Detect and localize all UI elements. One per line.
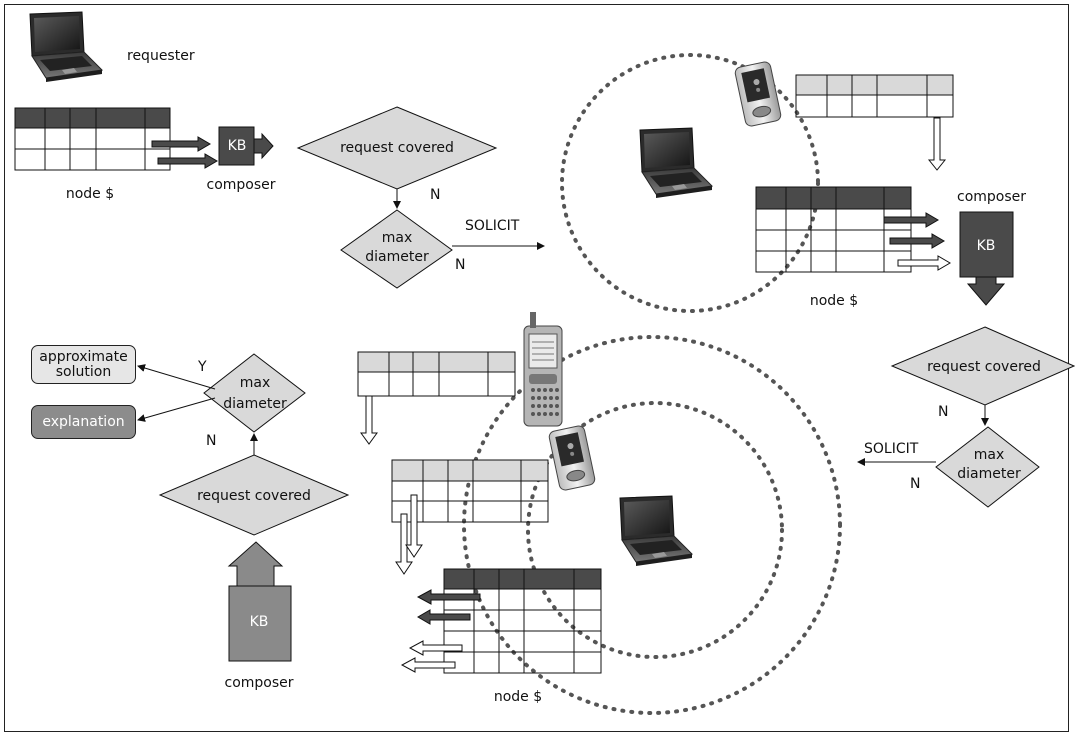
hollow-arrow [361,396,377,444]
node-label-bottom: node $ [494,690,542,704]
approximate-line-2: solution [56,365,111,380]
hollow-arrow [929,118,945,170]
hollow-arrow [406,495,422,557]
data-arrow [884,213,950,270]
node-table-bottom [444,569,601,673]
node-table-bottom-small [358,352,515,396]
decision-max-diameter-left [204,354,305,432]
request-covered-label-right: request covered [927,360,1041,374]
n-label-top-1: N [430,188,440,202]
solicit-label-top: SOLICIT [465,219,519,233]
pda-icon [548,425,596,491]
request-covered-label-top: request covered [340,141,454,155]
flow-arrow [138,398,215,420]
diameter-label-top: diameter [365,250,428,264]
laptop-icon [640,128,712,198]
solicit-label-right: SOLICIT [864,442,918,456]
max-label-left: max [240,376,271,390]
explanation-label: explanation [42,415,124,430]
hollow-arrow [396,514,412,574]
kb-label-top: KB [228,139,247,153]
node-table-right [756,187,911,272]
laptop-icon [620,496,692,566]
requester-label: requester [127,49,195,63]
kb-label-right: KB [977,239,996,253]
node-table-top-left [15,108,170,170]
node-label-top: node $ [66,187,114,201]
composer-label-bottom: composer [224,676,293,690]
composer-label-top: composer [206,178,275,192]
n-label-right-1: N [938,405,948,419]
diameter-label-right: diameter [957,467,1020,481]
y-label-left: Y [198,360,207,374]
diameter-label-left: diameter [223,397,286,411]
kb-box-bottom [229,542,291,661]
max-label-top: max [382,231,413,245]
data-arrow [152,137,217,168]
smartphone-icon [524,312,562,426]
explanation-box: explanation [31,405,136,439]
approximate-line-1: approximate [39,350,127,365]
pda-icon [734,61,782,127]
n-label-left: N [206,434,216,448]
laptop-icon [30,12,102,82]
max-label-right: max [974,448,1005,462]
node-label-right: node $ [810,294,858,308]
request-covered-label-left: request covered [197,489,311,503]
approximate-solution-box: approximate solution [31,345,136,384]
n-label-top-2: N [455,258,465,272]
n-label-right-2: N [910,477,920,491]
composer-label-right: composer [957,190,1026,204]
kb-label-bottom: KB [250,615,269,629]
kb-box-right [960,212,1013,305]
node-table-top-right-small [796,75,953,117]
